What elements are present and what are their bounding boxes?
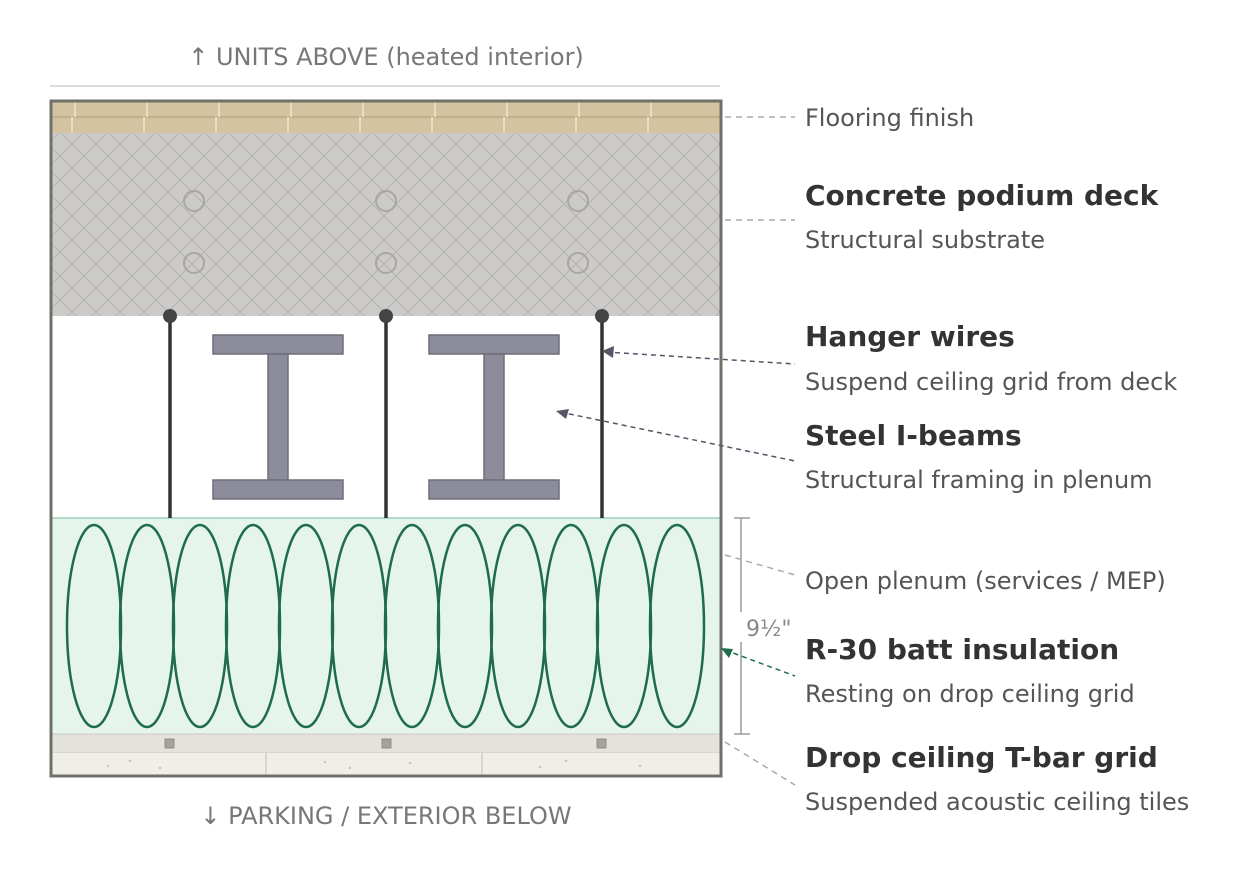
label-beams-sub: Structural framing in plenum [805,466,1153,494]
label-ceiling-title: Drop ceiling T-bar grid [805,741,1158,774]
concrete-deck-layer [51,133,721,316]
leader-ceiling [724,741,796,786]
batt-loop [648,523,706,729]
bottom-caption: ↓ PARKING / EXTERIOR BELOW [200,802,571,830]
hanger-anchor-icon [379,309,393,323]
drop-ceiling-layer [50,733,722,776]
dimension-label: 9½" [746,617,791,642]
label-ceiling-sub: Suspended acoustic ceiling tiles [805,788,1189,816]
rebar-icon [183,190,205,212]
rebar-icon [567,252,589,274]
rebar-icon [183,252,205,274]
top-caption: ↑ UNITS ABOVE (heated interior) [188,43,584,71]
label-concrete-title: Concrete podium deck [805,179,1160,212]
rebar-icon [375,252,397,274]
arrow-head-icon [721,648,733,658]
section-frame [49,99,723,778]
tbar-clip [381,738,392,749]
hanger-anchor-icon [595,309,609,323]
leader-beams [559,411,796,462]
rebar-icon [375,190,397,212]
hanger-wires [168,316,604,518]
arrow-head-icon [602,346,614,358]
flooring-layer [51,101,721,133]
label-concrete-sub: Structural substrate [805,226,1045,254]
steel-i-beam [212,334,344,500]
label-plenum: Open plenum (services / MEP) [805,567,1166,595]
label-insulation-title: R-30 batt insulation [805,633,1119,666]
tbar-clip [596,738,607,749]
leader-hangers [605,351,796,365]
leader-insulation [724,649,796,677]
insulation-layer [51,517,721,734]
rebar-icon [567,190,589,212]
label-flooring: Flooring finish [805,104,974,132]
label-insulation-sub: Resting on drop ceiling grid [805,680,1135,708]
label-hangers-title: Hanger wires [805,320,1015,353]
arrow-head-icon [556,409,569,419]
leader-plenum [724,554,796,576]
label-hangers-sub: Suspend ceiling grid from deck [805,368,1177,396]
steel-i-beam [428,334,560,500]
hanger-anchor-icon [163,309,177,323]
label-beams-title: Steel I-beams [805,419,1022,452]
tbar-clip [164,738,175,749]
